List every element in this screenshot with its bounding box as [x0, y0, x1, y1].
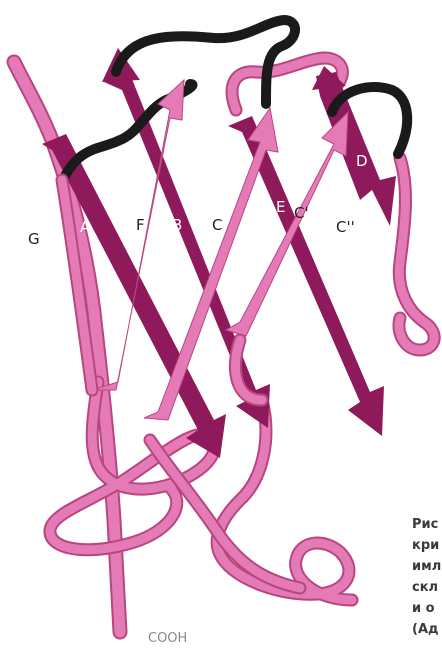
- strand-c-light: [144, 108, 278, 420]
- label-e: E: [276, 198, 285, 216]
- caption-line: скл: [412, 580, 438, 595]
- label-cooh: COOH: [148, 631, 187, 646]
- loop-black-bc: [116, 20, 295, 104]
- caption-line: Рис: [412, 517, 438, 532]
- caption-line: (Ад: [412, 622, 439, 637]
- label-c-double-prime: C'': [336, 218, 355, 236]
- label-b: B: [172, 216, 182, 234]
- label-f: F: [136, 216, 145, 234]
- caption-line: имл: [412, 559, 441, 574]
- label-g: G: [28, 230, 40, 248]
- label-c-prime: C': [294, 204, 309, 222]
- figure-caption: Рис кри имл скл и о (Ад: [412, 517, 441, 637]
- caption-line: кри: [412, 538, 439, 553]
- label-c: C: [212, 216, 222, 234]
- caption-line: и о: [412, 601, 435, 616]
- loop-layer-back: [14, 58, 434, 632]
- label-a: A: [80, 218, 91, 236]
- label-d: D: [356, 152, 368, 170]
